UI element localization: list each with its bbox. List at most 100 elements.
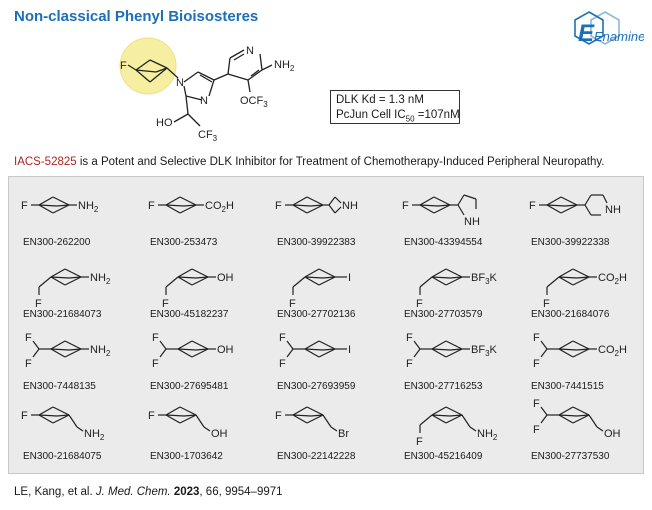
- svg-text:F: F: [21, 200, 28, 212]
- structure-drawing: F NH2: [416, 406, 498, 448]
- ic50-value: PcJun Cell IC50 =107nM: [336, 109, 460, 124]
- reference: LE, Kang, et al. J. Med. Chem. 2023, 66,…: [14, 486, 283, 498]
- compound-card: F BF3K EN300-27703579: [394, 253, 521, 327]
- svg-text:F: F: [416, 298, 423, 310]
- catalog-number: EN300-21684073: [23, 309, 102, 320]
- page-title: Non-classical Phenyl Bioisosteres: [14, 8, 259, 25]
- logo-text: Enamine: [594, 29, 644, 44]
- svg-text:OH: OH: [211, 428, 228, 440]
- activity-box: DLK Kd = 1.3 nM PcJun Cell IC50 =107nM: [330, 90, 460, 124]
- svg-text:F: F: [275, 200, 282, 212]
- catalog-number: EN300-45182237: [150, 309, 229, 320]
- catalog-number: EN300-21684075: [23, 451, 102, 462]
- svg-text:F: F: [152, 332, 159, 344]
- structure-drawing: F F BF3K: [406, 332, 498, 370]
- svg-text:NH: NH: [342, 200, 358, 212]
- svg-text:F: F: [533, 358, 540, 370]
- catalog-number: EN300-27702136: [277, 309, 356, 320]
- structure-drawing: F F I: [279, 332, 351, 370]
- catalog-number: EN300-262200: [23, 237, 91, 248]
- catalog-number: EN300-43394554: [404, 237, 483, 248]
- compound-name: IACS-52825: [14, 156, 77, 168]
- svg-text:F: F: [289, 298, 296, 310]
- svg-text:NH2: NH2: [477, 428, 498, 442]
- svg-text:NH: NH: [605, 204, 621, 216]
- svg-text:BF3K: BF3K: [471, 344, 498, 358]
- structure-drawing: F OH: [148, 406, 228, 440]
- svg-text:F: F: [416, 436, 423, 448]
- svg-text:F: F: [406, 358, 413, 370]
- enamine-logo: E Enamine: [574, 11, 644, 47]
- catalog-number: EN300-27703579: [404, 309, 483, 320]
- structure-drawing: F NH2: [35, 268, 111, 310]
- svg-text:HO: HO: [156, 117, 173, 129]
- svg-text:F: F: [402, 200, 409, 212]
- svg-text:F: F: [148, 200, 155, 212]
- svg-text:OCF3: OCF3: [240, 95, 268, 109]
- compound-description: IACS-52825 is a Potent and Selective DLK…: [14, 156, 605, 168]
- svg-text:N: N: [176, 77, 184, 89]
- compound-card: F F I EN300-27693959: [267, 325, 394, 399]
- kd-value: DLK Kd = 1.3 nM: [336, 94, 424, 106]
- catalog-number: EN300-7441515: [531, 381, 604, 392]
- svg-text:N: N: [200, 95, 208, 107]
- catalog-number: EN300-39922338: [531, 237, 610, 248]
- svg-text:I: I: [348, 344, 351, 356]
- structure-drawing: F BF3K: [416, 268, 498, 310]
- structure-drawing: F F OH: [533, 398, 621, 440]
- catalog-number: EN300-21684076: [531, 309, 610, 320]
- svg-text:OH: OH: [217, 272, 234, 284]
- structure-drawing: F NH: [275, 196, 358, 214]
- svg-text:F: F: [533, 332, 540, 344]
- structure-drawing: FI: [289, 268, 351, 310]
- svg-text:I: I: [348, 272, 351, 284]
- svg-text:F: F: [279, 358, 286, 370]
- svg-text:F: F: [162, 298, 169, 310]
- catalog-number: EN300-27693959: [277, 381, 356, 392]
- catalog-number: EN300-27716253: [404, 381, 483, 392]
- svg-text:N: N: [246, 45, 254, 57]
- svg-text:Br: Br: [338, 428, 349, 440]
- catalog-number: EN300-1703642: [150, 451, 223, 462]
- svg-text:BF3K: BF3K: [471, 272, 498, 286]
- svg-text:NH2: NH2: [90, 344, 111, 358]
- structure-drawing: F OH: [162, 268, 234, 310]
- highlight-circle: [119, 37, 177, 95]
- svg-text:E: E: [578, 20, 595, 47]
- catalog-number: EN300-7448135: [23, 381, 96, 392]
- svg-text:F: F: [148, 410, 155, 422]
- svg-text:F: F: [406, 332, 413, 344]
- svg-text:F: F: [25, 358, 32, 370]
- catalog-number: EN300-253473: [150, 237, 218, 248]
- svg-text:F: F: [279, 332, 286, 344]
- svg-text:NH2: NH2: [84, 428, 105, 442]
- svg-text:OH: OH: [604, 428, 621, 440]
- catalog-number: EN300-27737530: [531, 451, 610, 462]
- compound-card: F F OH EN300-27737530: [521, 395, 648, 469]
- svg-text:F: F: [543, 298, 550, 310]
- structure-drawing: FNH: [402, 194, 480, 228]
- svg-text:F: F: [35, 298, 42, 310]
- svg-text:CF3: CF3: [198, 129, 218, 143]
- svg-text:F: F: [533, 424, 540, 436]
- svg-text:F: F: [533, 398, 540, 410]
- compound-card: F OH EN300-45182237: [140, 253, 267, 327]
- compound-card: F OH EN300-1703642: [140, 395, 267, 469]
- svg-text:NH2: NH2: [90, 272, 111, 286]
